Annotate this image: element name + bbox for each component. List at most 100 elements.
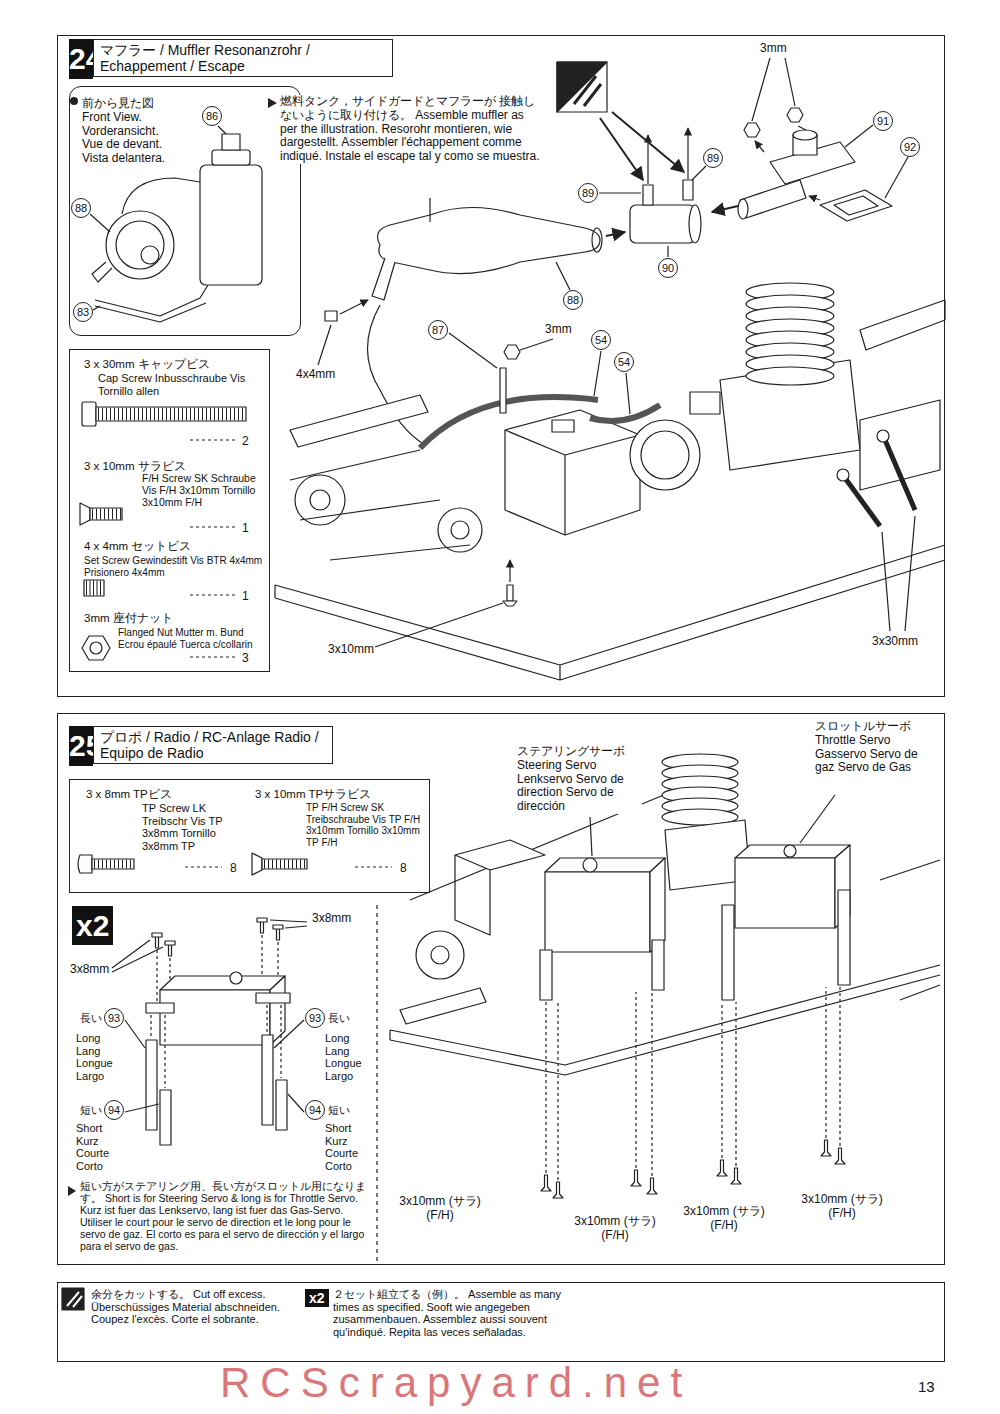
drawing-line [784, 845, 796, 857]
drawing-line [500, 368, 506, 413]
drawing-line [185, 866, 222, 867]
drawing-line [752, 58, 770, 121]
drawing-line [125, 1020, 145, 1048]
drawing-line [82, 402, 96, 426]
drawing-line [839, 987, 840, 1146]
drawing-line [505, 430, 640, 535]
step-number: 24 [69, 39, 93, 79]
drawing-line [156, 950, 157, 1003]
dimension: 3x10mm (サラ) (F/H) [398, 1195, 482, 1223]
drawing-line [821, 987, 831, 1156]
dimension: 3x8mm [312, 912, 351, 926]
part-name: Flanged Nut Mutter m. Bund Ecrou épaulé … [118, 627, 263, 650]
drawing-line [92, 262, 112, 282]
drawing-line [325, 311, 337, 321]
drawing-line [825, 987, 826, 1138]
drawing-line [746, 367, 834, 385]
drawing-line [160, 976, 285, 990]
part-name: TP F/H Screw SK Treibschraube Vis TP F/H… [306, 802, 424, 848]
drawing-line [90, 508, 122, 520]
drawing-line [692, 166, 706, 180]
drawing-line [592, 228, 602, 252]
drawing-line [722, 905, 734, 1000]
drawing-line [712, 206, 738, 212]
part-qty: 1 [242, 522, 249, 536]
drawing-line [429, 198, 430, 222]
drawing-line [643, 185, 653, 205]
drawing-line [885, 440, 915, 510]
dimension: 3mm [545, 323, 572, 337]
drawing-line [630, 205, 695, 243]
callout-number: 89 [578, 183, 598, 203]
drawing-line [275, 545, 945, 680]
part-qty: 3 [242, 652, 249, 666]
drawing-line [545, 872, 650, 952]
drawing-line [650, 858, 665, 952]
drawing-line [416, 931, 464, 979]
drawing-line [116, 221, 164, 269]
drawing-line [68, 1186, 76, 1196]
drawing-line [631, 1170, 641, 1186]
drawing-line [821, 1140, 831, 1156]
drawing-line [67, 1292, 82, 1307]
drawing-line [641, 431, 689, 479]
drawing-line [252, 853, 262, 875]
drawing-line [372, 258, 395, 300]
dimension: 3x10mm (サラ) (F/H) [573, 1215, 657, 1243]
drawing-line [95, 285, 208, 322]
drawing-line [410, 780, 940, 1000]
part-name: Long Lang Longue Largo [325, 1032, 367, 1083]
drawing-line [318, 325, 331, 365]
dimension: 3mm [760, 42, 787, 56]
drawing-line [662, 754, 738, 825]
drawing-line [420, 397, 598, 448]
step-number: 25 [69, 726, 93, 766]
drawing-line [505, 410, 640, 455]
drawing-line [689, 205, 701, 243]
dimension: 3x10mm (サラ) (F/H) [800, 1193, 884, 1221]
dimension: 3x30mm [872, 635, 918, 649]
drawing-line [557, 1002, 558, 1180]
drawing-line [717, 1002, 727, 1176]
part-name: Long Lang Longue Largo [76, 1032, 118, 1083]
part-name: 長い [328, 1012, 350, 1025]
parts-list-box: 3 x 8mm TPビスTP Screw LK Treibschr Vis TP… [69, 779, 430, 893]
drawing-line [82, 636, 110, 660]
drawing-line [165, 941, 175, 956]
drawing-line [504, 345, 520, 359]
callout-number: 54 [614, 352, 634, 372]
callout-number: 54 [591, 330, 611, 350]
drawing-line [274, 1020, 304, 1048]
drawing-line [503, 601, 517, 606]
drawing-line [310, 490, 330, 510]
drawing-line [375, 603, 503, 647]
drawing-line [92, 509, 121, 520]
drawing-line [557, 62, 607, 112]
drawing-line [785, 58, 795, 106]
drawing-line [152, 933, 162, 948]
drawing-line [290, 395, 428, 447]
drawing-line [541, 1002, 551, 1191]
drawing-line [845, 125, 873, 147]
drawing-line [190, 594, 236, 595]
drawing-line [431, 946, 449, 964]
drawing-line [809, 196, 820, 200]
drawing-line [276, 1080, 287, 1130]
drawing-line [594, 351, 601, 396]
drawing-line [545, 1002, 546, 1173]
drawing-line [94, 860, 133, 869]
step-title: プロポ / Radio / RC-Anlage Radio / Equipo d… [93, 726, 333, 764]
drawing-line [820, 190, 892, 221]
drawing-line [731, 1168, 741, 1184]
drawing-line [740, 180, 806, 218]
drawing-line [583, 858, 597, 872]
drawing-line [651, 992, 652, 1176]
drawing-line [376, 905, 377, 1262]
drawing-line [98, 408, 245, 421]
drawing-line [164, 1015, 165, 1088]
assembly-note: 燃料タンク，サイドガードとマフラーが 接触しないように取り付ける。 Assemb… [280, 95, 542, 164]
drawing-line [837, 469, 849, 481]
drawing-line [150, 1015, 151, 1038]
drawing-line [835, 1148, 845, 1164]
drawing-line [746, 283, 834, 385]
